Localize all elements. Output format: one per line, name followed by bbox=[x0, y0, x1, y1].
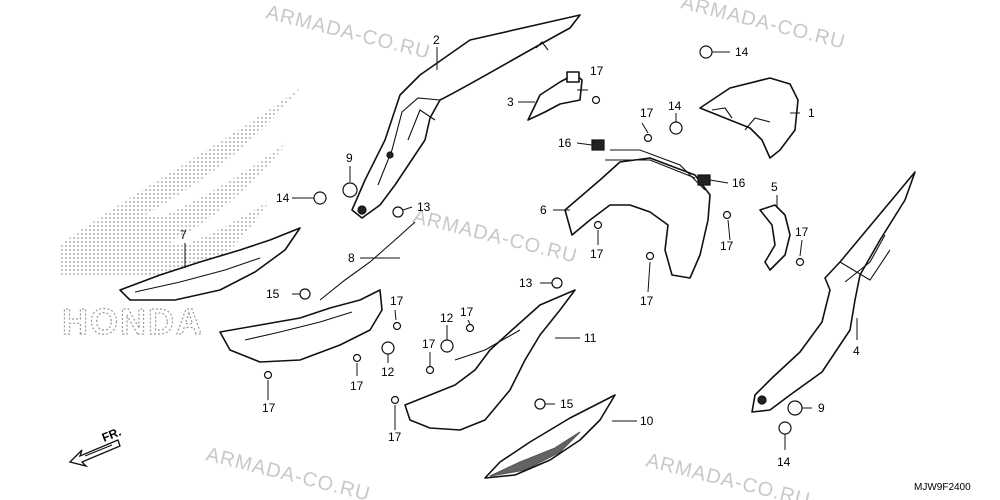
callout-17-b: 17 bbox=[640, 106, 654, 120]
bolt-14-icon bbox=[699, 45, 713, 59]
callout-13-b: 13 bbox=[519, 276, 533, 290]
screw-17-icon bbox=[591, 95, 601, 105]
callout-17-j: 17 bbox=[422, 337, 436, 351]
watermark-top: ARMADA-CO.RU bbox=[264, 2, 433, 64]
screw-17-icon bbox=[795, 257, 805, 267]
grommet-9-icon bbox=[787, 400, 803, 416]
collar-12-icon bbox=[440, 339, 454, 353]
screw-17-icon bbox=[722, 210, 732, 220]
callout-12-a: 12 bbox=[440, 311, 454, 325]
leader-lines bbox=[184, 47, 858, 450]
callout-17-f: 17 bbox=[795, 225, 809, 239]
honda-wing-icon bbox=[60, 88, 300, 275]
callout-7: 7 bbox=[180, 228, 187, 242]
callout-14-d: 14 bbox=[777, 455, 791, 469]
nut-13-icon bbox=[551, 277, 563, 289]
callout-16-a: 16 bbox=[558, 136, 572, 150]
callout-17-a: 17 bbox=[590, 64, 604, 78]
part-10-lower-fairing bbox=[484, 394, 616, 479]
screw-17-icon bbox=[352, 353, 362, 363]
callout-3: 3 bbox=[507, 95, 514, 109]
screw-17-icon bbox=[465, 323, 475, 333]
bolt-15-icon bbox=[534, 398, 546, 410]
callout-17-d: 17 bbox=[720, 239, 734, 253]
part-1-rear-cowl bbox=[699, 77, 799, 159]
nut-13-icon bbox=[392, 206, 404, 218]
callout-13-a: 13 bbox=[417, 200, 431, 214]
part-2-side-rail bbox=[351, 14, 581, 219]
bolt-14-icon bbox=[778, 421, 792, 435]
callout-14-b: 14 bbox=[668, 99, 682, 113]
callout-9-upper: 9 bbox=[346, 151, 353, 165]
callout-17-k: 17 bbox=[262, 401, 276, 415]
watermark-bottom-left: ARMADA-CO.RU bbox=[204, 444, 373, 500]
part-5-bracket bbox=[759, 204, 791, 271]
callouts: 2 1 3 4 5 6 7 8 9 9 10 11 12 12 13 13 14… bbox=[180, 33, 860, 469]
callout-11: 11 bbox=[584, 331, 597, 345]
callout-17-h: 17 bbox=[350, 379, 364, 393]
front-label: FR. bbox=[100, 425, 123, 445]
callout-10: 10 bbox=[640, 414, 654, 428]
screw-17-icon bbox=[643, 133, 653, 143]
screw-17-icon bbox=[392, 321, 402, 331]
part-11-side-panel bbox=[404, 289, 576, 431]
part-6-center-cover bbox=[564, 139, 711, 279]
callout-9-lower: 9 bbox=[818, 401, 825, 415]
screw-17-icon bbox=[645, 251, 655, 261]
diagram-code: MJW9F2400 bbox=[914, 482, 971, 493]
callout-8: 8 bbox=[348, 251, 355, 265]
screw-17-icon bbox=[593, 220, 603, 230]
watermark-top-right: ARMADA-CO.RU bbox=[679, 0, 848, 54]
honda-logo: HONDA bbox=[60, 88, 300, 343]
callout-17-g: 17 bbox=[390, 294, 404, 308]
callout-12-b: 12 bbox=[381, 365, 395, 379]
grommet-9-icon bbox=[342, 182, 358, 198]
callout-4: 4 bbox=[853, 344, 860, 358]
front-direction-indicator: FR. bbox=[68, 425, 123, 468]
part-4-side-cover bbox=[751, 171, 916, 413]
part-3-bracket bbox=[527, 71, 583, 121]
screw-17-icon bbox=[390, 395, 400, 405]
collar-12-icon bbox=[381, 341, 395, 355]
callout-17-i: 17 bbox=[460, 305, 474, 319]
bolt-14-icon bbox=[313, 191, 327, 205]
bolt-15-icon bbox=[299, 288, 311, 300]
honda-logo-text: HONDA bbox=[62, 301, 204, 342]
part-7-side-trim bbox=[119, 227, 301, 301]
callout-14-a: 14 bbox=[735, 45, 749, 59]
part-8-inner-cover bbox=[219, 221, 416, 363]
watermark-middle: ARMADA-CO.RU bbox=[411, 206, 580, 268]
callout-15-b: 15 bbox=[560, 397, 574, 411]
callout-17-l: 17 bbox=[388, 430, 402, 444]
callout-16-b: 16 bbox=[732, 176, 746, 190]
callout-5: 5 bbox=[771, 180, 778, 194]
callout-6: 6 bbox=[540, 203, 547, 217]
arrow-icon bbox=[68, 439, 121, 468]
screw-17-icon bbox=[263, 370, 273, 380]
callout-14-c: 14 bbox=[276, 191, 290, 205]
screw-17-icon bbox=[425, 365, 435, 375]
callout-15-a: 15 bbox=[266, 287, 280, 301]
bolt-14-icon bbox=[669, 121, 683, 135]
callout-1: 1 bbox=[808, 106, 815, 120]
watermarks: ARMADA-CO.RU ARMADA-CO.RU ARMADA-CO.RU A… bbox=[204, 0, 848, 500]
callout-2: 2 bbox=[433, 33, 440, 47]
fasteners bbox=[263, 45, 805, 435]
callout-17-e: 17 bbox=[640, 294, 654, 308]
callout-17-c: 17 bbox=[590, 247, 604, 261]
